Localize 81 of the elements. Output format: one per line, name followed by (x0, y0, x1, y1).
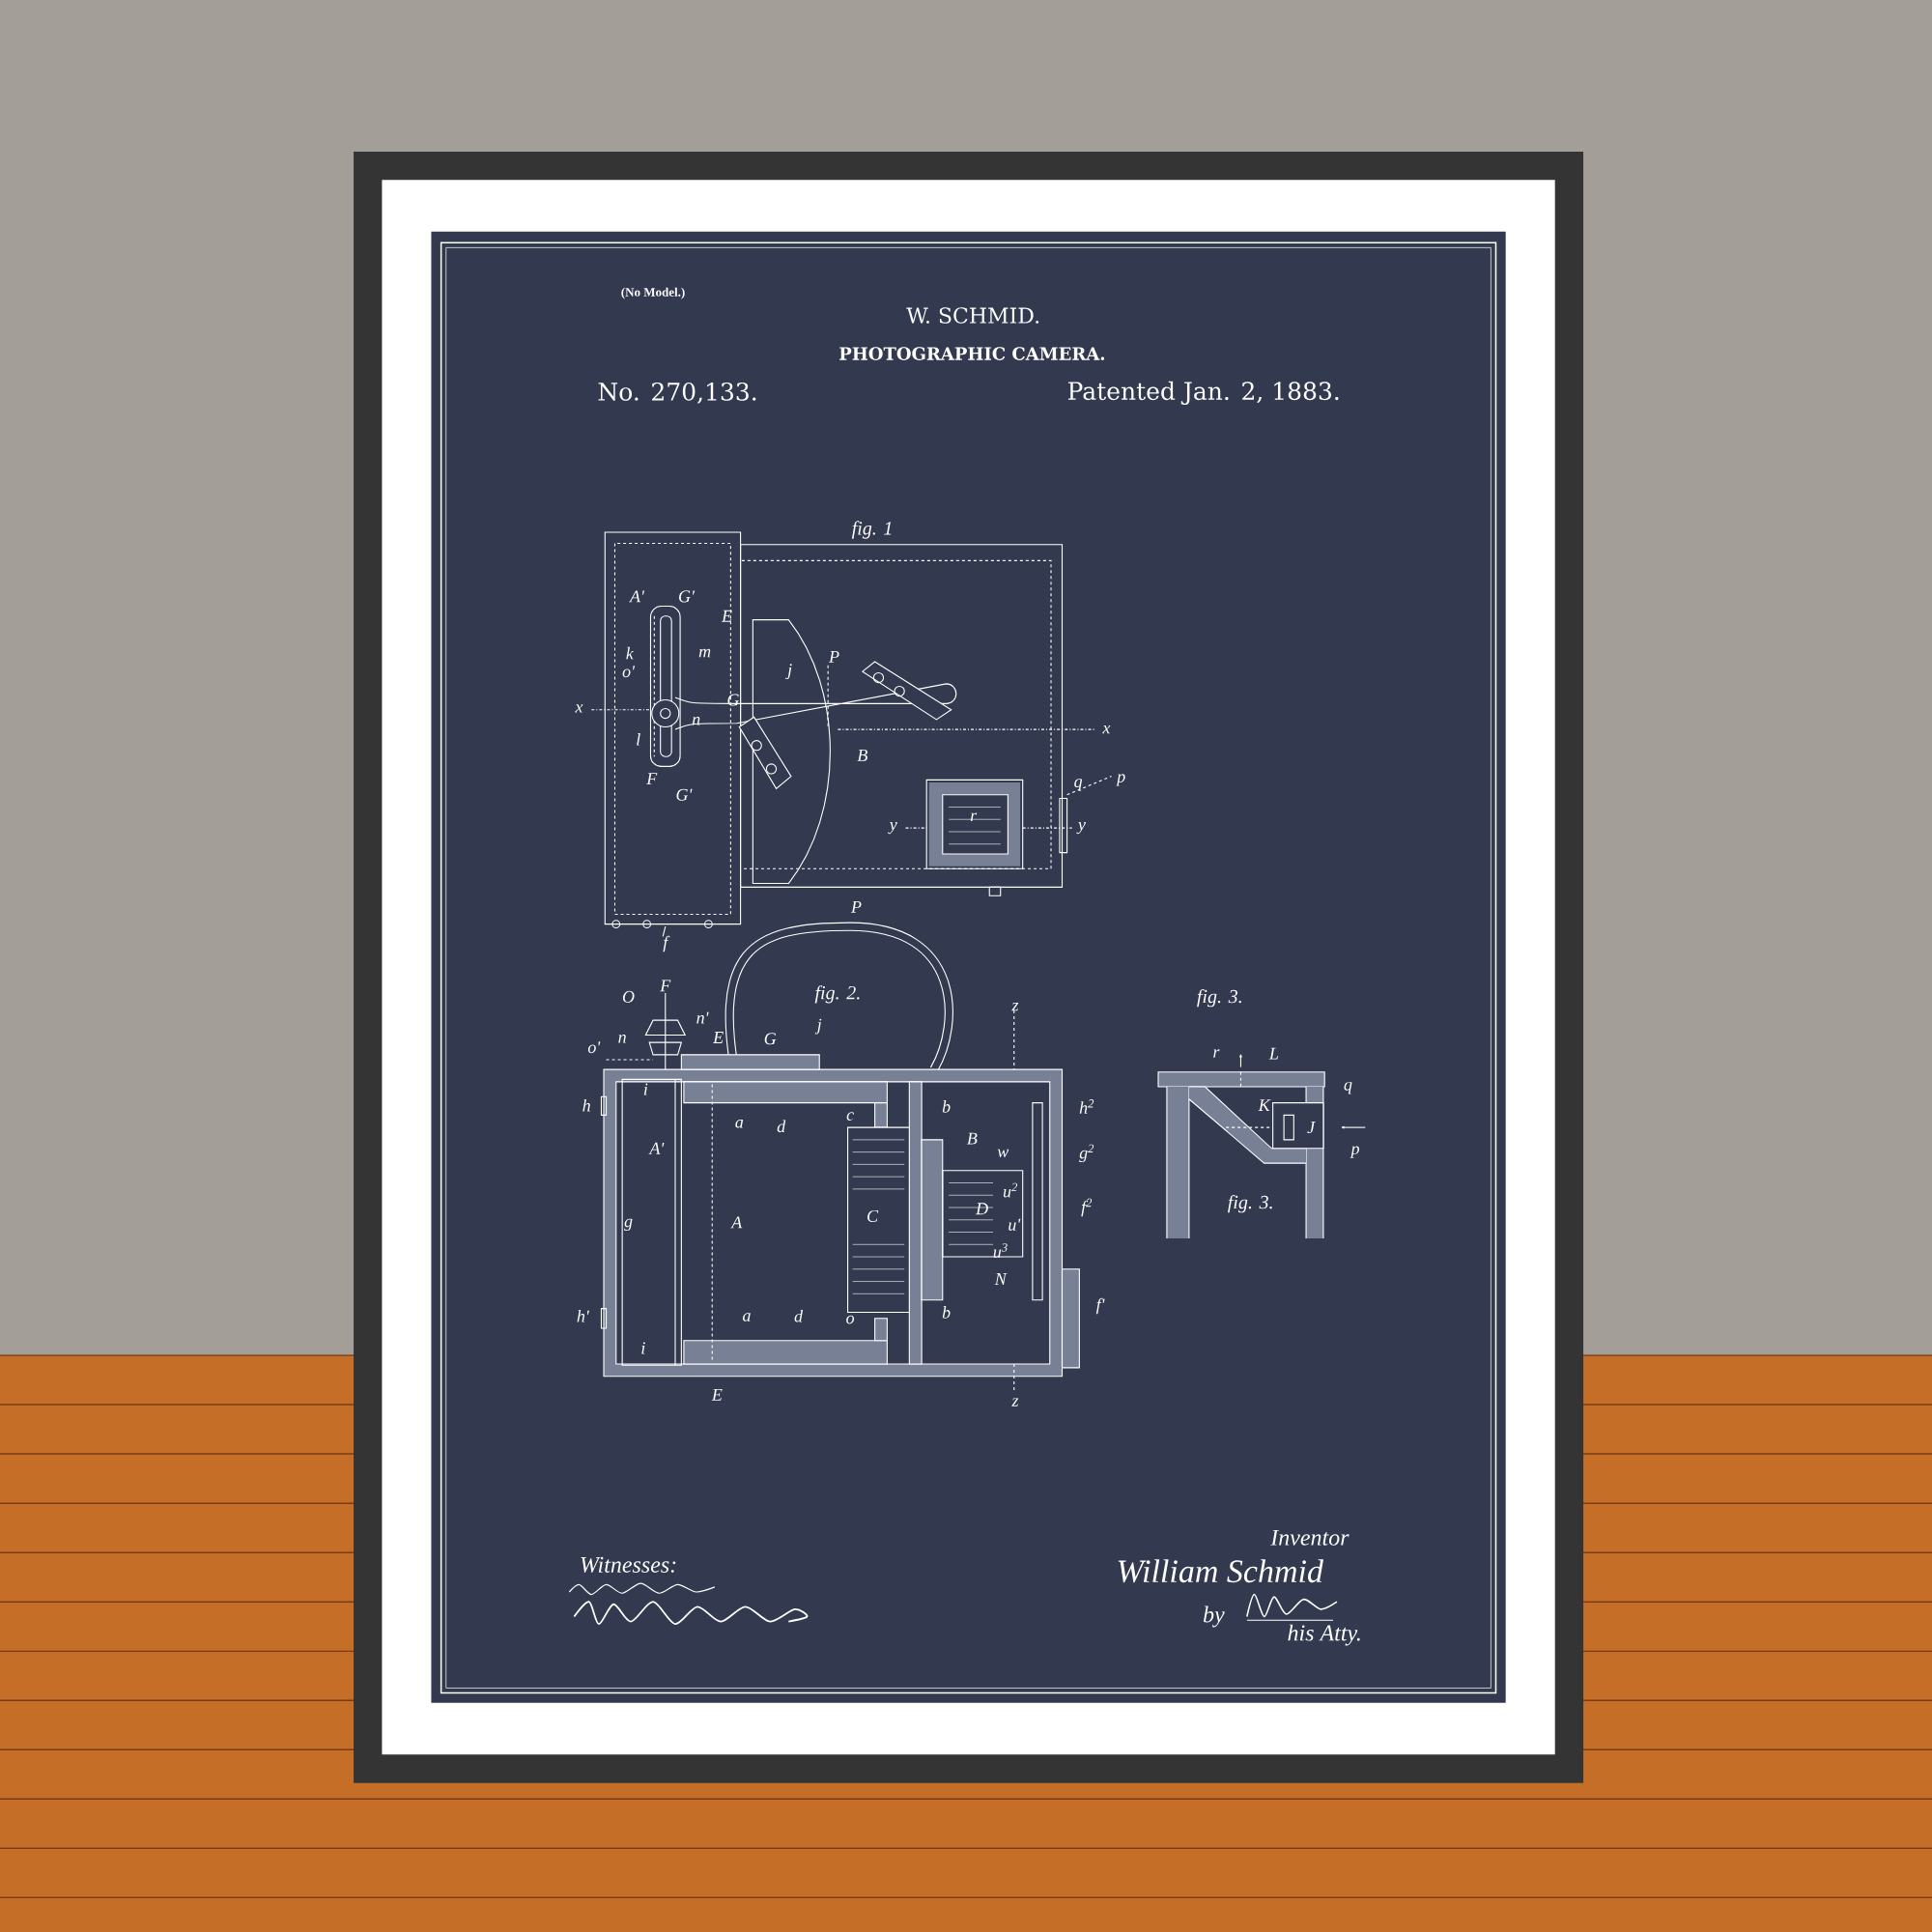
reference-letter: p (1116, 774, 1125, 786)
reference-letter: b (942, 1100, 951, 1113)
signature-text: by (1203, 1605, 1225, 1628)
reference-letter: h$^{2}$ (1079, 1099, 1094, 1114)
reference-letter: g$^{2}$ (1079, 1144, 1094, 1163)
reference-letter: E (712, 1032, 724, 1043)
reference-letter: f$^{2}$ (1081, 1198, 1093, 1217)
reference-letter: r (970, 812, 978, 821)
reference-letter: F (660, 980, 671, 992)
reference-letter: G (764, 1033, 777, 1045)
reference-letter: q (1344, 1082, 1352, 1094)
reference-letter: x (1102, 725, 1111, 734)
reference-letter: r (1213, 1049, 1220, 1058)
reference-letter: E (721, 610, 732, 622)
reference-letter: G' (679, 590, 696, 603)
reference-letter: O (622, 990, 635, 1003)
signature-text: Witnesses: (581, 1556, 676, 1574)
reference-letter: o (846, 1315, 855, 1324)
reference-letter: y (888, 822, 897, 835)
reference-letter: A' (648, 1142, 665, 1154)
reference-letter: a (735, 1119, 744, 1128)
reference-letter: N (994, 1273, 1008, 1285)
reference-letter: j (785, 664, 792, 680)
reference-letter: q (1074, 779, 1083, 791)
reference-letter: w (997, 1149, 1009, 1158)
reference-letter: f (663, 935, 670, 952)
reference-letter: c (846, 1112, 854, 1121)
reference-letter: m (698, 648, 711, 658)
reference-letter: a (743, 1313, 751, 1321)
figure-label: fig. 2. (814, 985, 860, 1004)
header-text: W. SCHMID. (906, 307, 1039, 324)
reference-letter: P (850, 900, 862, 913)
reference-letter: K (1258, 1099, 1271, 1112)
reference-letter: z (1011, 1002, 1019, 1011)
reference-letter: J (1307, 1122, 1316, 1134)
reference-letter: d (777, 1120, 786, 1133)
signature-text: his Atty. (1288, 1624, 1360, 1646)
reference-letter: o' (622, 666, 636, 678)
reference-letter: i (643, 1083, 648, 1095)
reference-letter: u' (1009, 1218, 1021, 1231)
reference-letter: n' (696, 1011, 709, 1024)
reference-letter: G (727, 694, 740, 706)
header-text: No. 270,133. (598, 382, 756, 404)
reference-letter: C (867, 1209, 879, 1222)
header-text: Patented Jan. 2, 1883. (1067, 381, 1339, 405)
reference-letter: p (1350, 1146, 1360, 1158)
reference-letter: A (730, 1216, 743, 1229)
reference-letter: h (582, 1098, 590, 1112)
reference-letter: o' (587, 1041, 601, 1054)
reference-letter: d (794, 1309, 804, 1322)
figure-label: fig. 1 (851, 521, 892, 539)
reference-letter: E (711, 1389, 723, 1401)
reference-letter: i (641, 1342, 645, 1354)
title-text: PHOTOGRAPHIC CAMERA. (838, 346, 1107, 361)
reference-letter: B (967, 1132, 978, 1145)
reference-letter: P (828, 650, 839, 663)
reference-letter: G' (676, 788, 693, 801)
signature-text: William Schmid (1118, 1559, 1324, 1583)
reference-letter: D (975, 1203, 988, 1215)
signature-text: Inventor (1270, 1529, 1350, 1546)
reference-letter: B (857, 749, 867, 761)
reference-letter: b (942, 1306, 951, 1319)
reference-letter: l (637, 733, 640, 746)
reference-letter: u$^{3}$ (993, 1243, 1008, 1259)
reference-letter: u$^{2}$ (1003, 1182, 1018, 1198)
reference-letter: z (1011, 1398, 1019, 1406)
reference-letter: F (646, 773, 658, 785)
figure-label: fig. 3. (1228, 1195, 1272, 1213)
reference-letter: g (624, 1218, 633, 1231)
reference-letter: x (575, 704, 583, 713)
reference-letter: n (618, 1035, 626, 1043)
reference-letter: f' (1095, 1297, 1105, 1315)
reference-letter: k (626, 646, 635, 660)
reference-letter: y (1076, 822, 1086, 835)
figure-label: fig. 3. (1197, 989, 1241, 1008)
header-text: (No Model.) (621, 287, 685, 299)
reference-letter: n (692, 716, 700, 725)
reference-letter: h' (577, 1310, 589, 1322)
reference-letter: j (814, 1018, 822, 1035)
reference-letter: A' (629, 590, 645, 603)
reference-letter: L (1268, 1047, 1279, 1060)
